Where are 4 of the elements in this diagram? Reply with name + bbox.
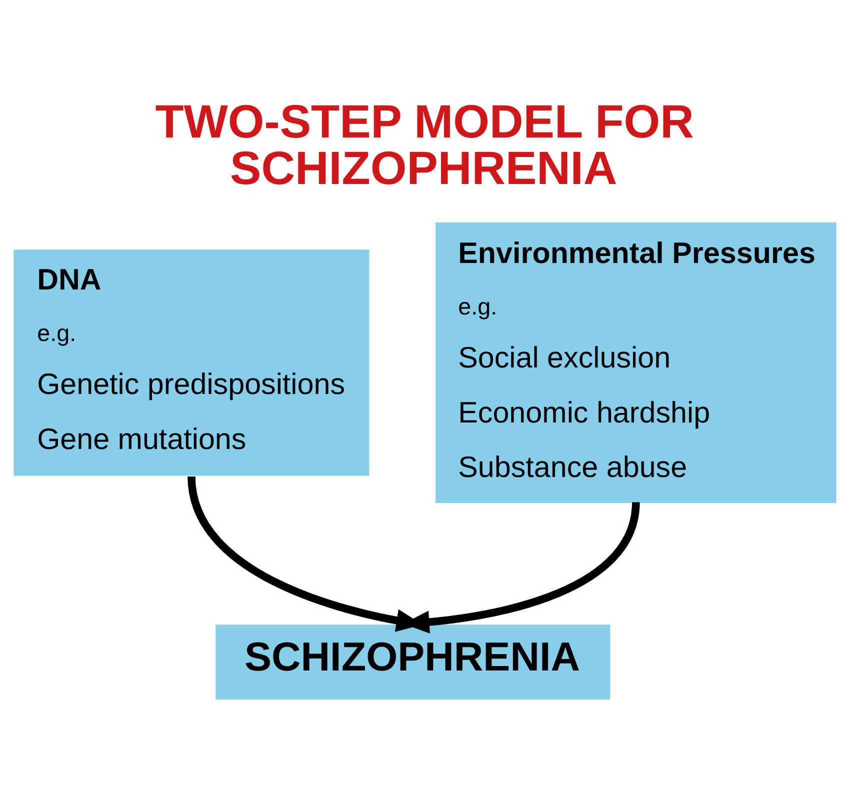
node-box: SCHIZOPHRENIA — [216, 624, 610, 700]
node-box: Environmental Pressures e.g. Social exclusion Economic hardship Substance abuse — [436, 222, 836, 503]
diagram-title: TWO-STEP MODEL FOR SCHIZOPHRENIA — [155, 94, 694, 194]
node-box: DNA e.g. Genetic predispositions Gene mutations — [14, 249, 370, 476]
